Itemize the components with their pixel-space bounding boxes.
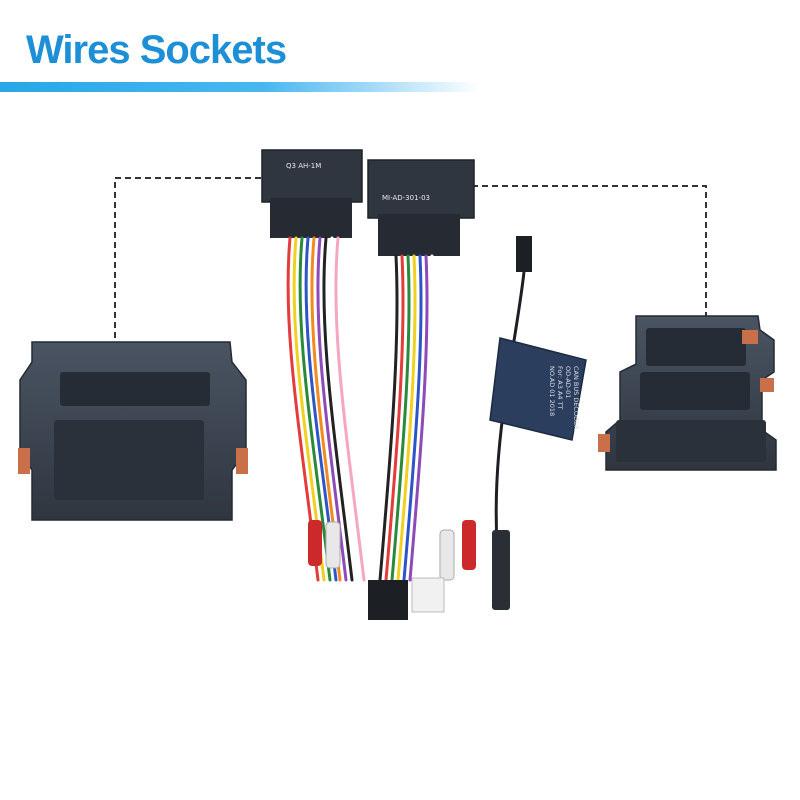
decoder-label-line3: For: A3 A4 TT xyxy=(556,366,564,409)
left-plug-label: Q3 AH-1M xyxy=(286,162,321,170)
left-vehicle-socket xyxy=(18,341,248,521)
dashed-link-right xyxy=(472,185,707,318)
decoder-label-line4: NO.AD 01 2018 xyxy=(548,366,556,416)
output-connector xyxy=(368,577,445,620)
left-harness-plug: Q3 AH-1M xyxy=(261,149,363,238)
page-title: Wires Sockets xyxy=(26,28,287,72)
title-bar: Wires Sockets xyxy=(0,0,800,100)
dashed-link-left xyxy=(114,177,262,338)
wire-bundle-right xyxy=(378,254,435,582)
canbus-decoder-box: CAN BUS DECODER OD-AD-01 For: A3 A4 TT N… xyxy=(489,337,587,441)
right-plug-label: MI-AD-301-03 xyxy=(382,194,430,202)
decoder-label-line2: OD-AD-01 xyxy=(564,366,572,398)
right-vehicle-socket xyxy=(598,315,777,471)
title-underline xyxy=(0,82,480,92)
right-harness-plug: MI-AD-301-03 xyxy=(367,159,475,256)
rca-plugs xyxy=(308,520,476,581)
decoder-label-line1: CAN BUS DECODER xyxy=(572,366,580,430)
